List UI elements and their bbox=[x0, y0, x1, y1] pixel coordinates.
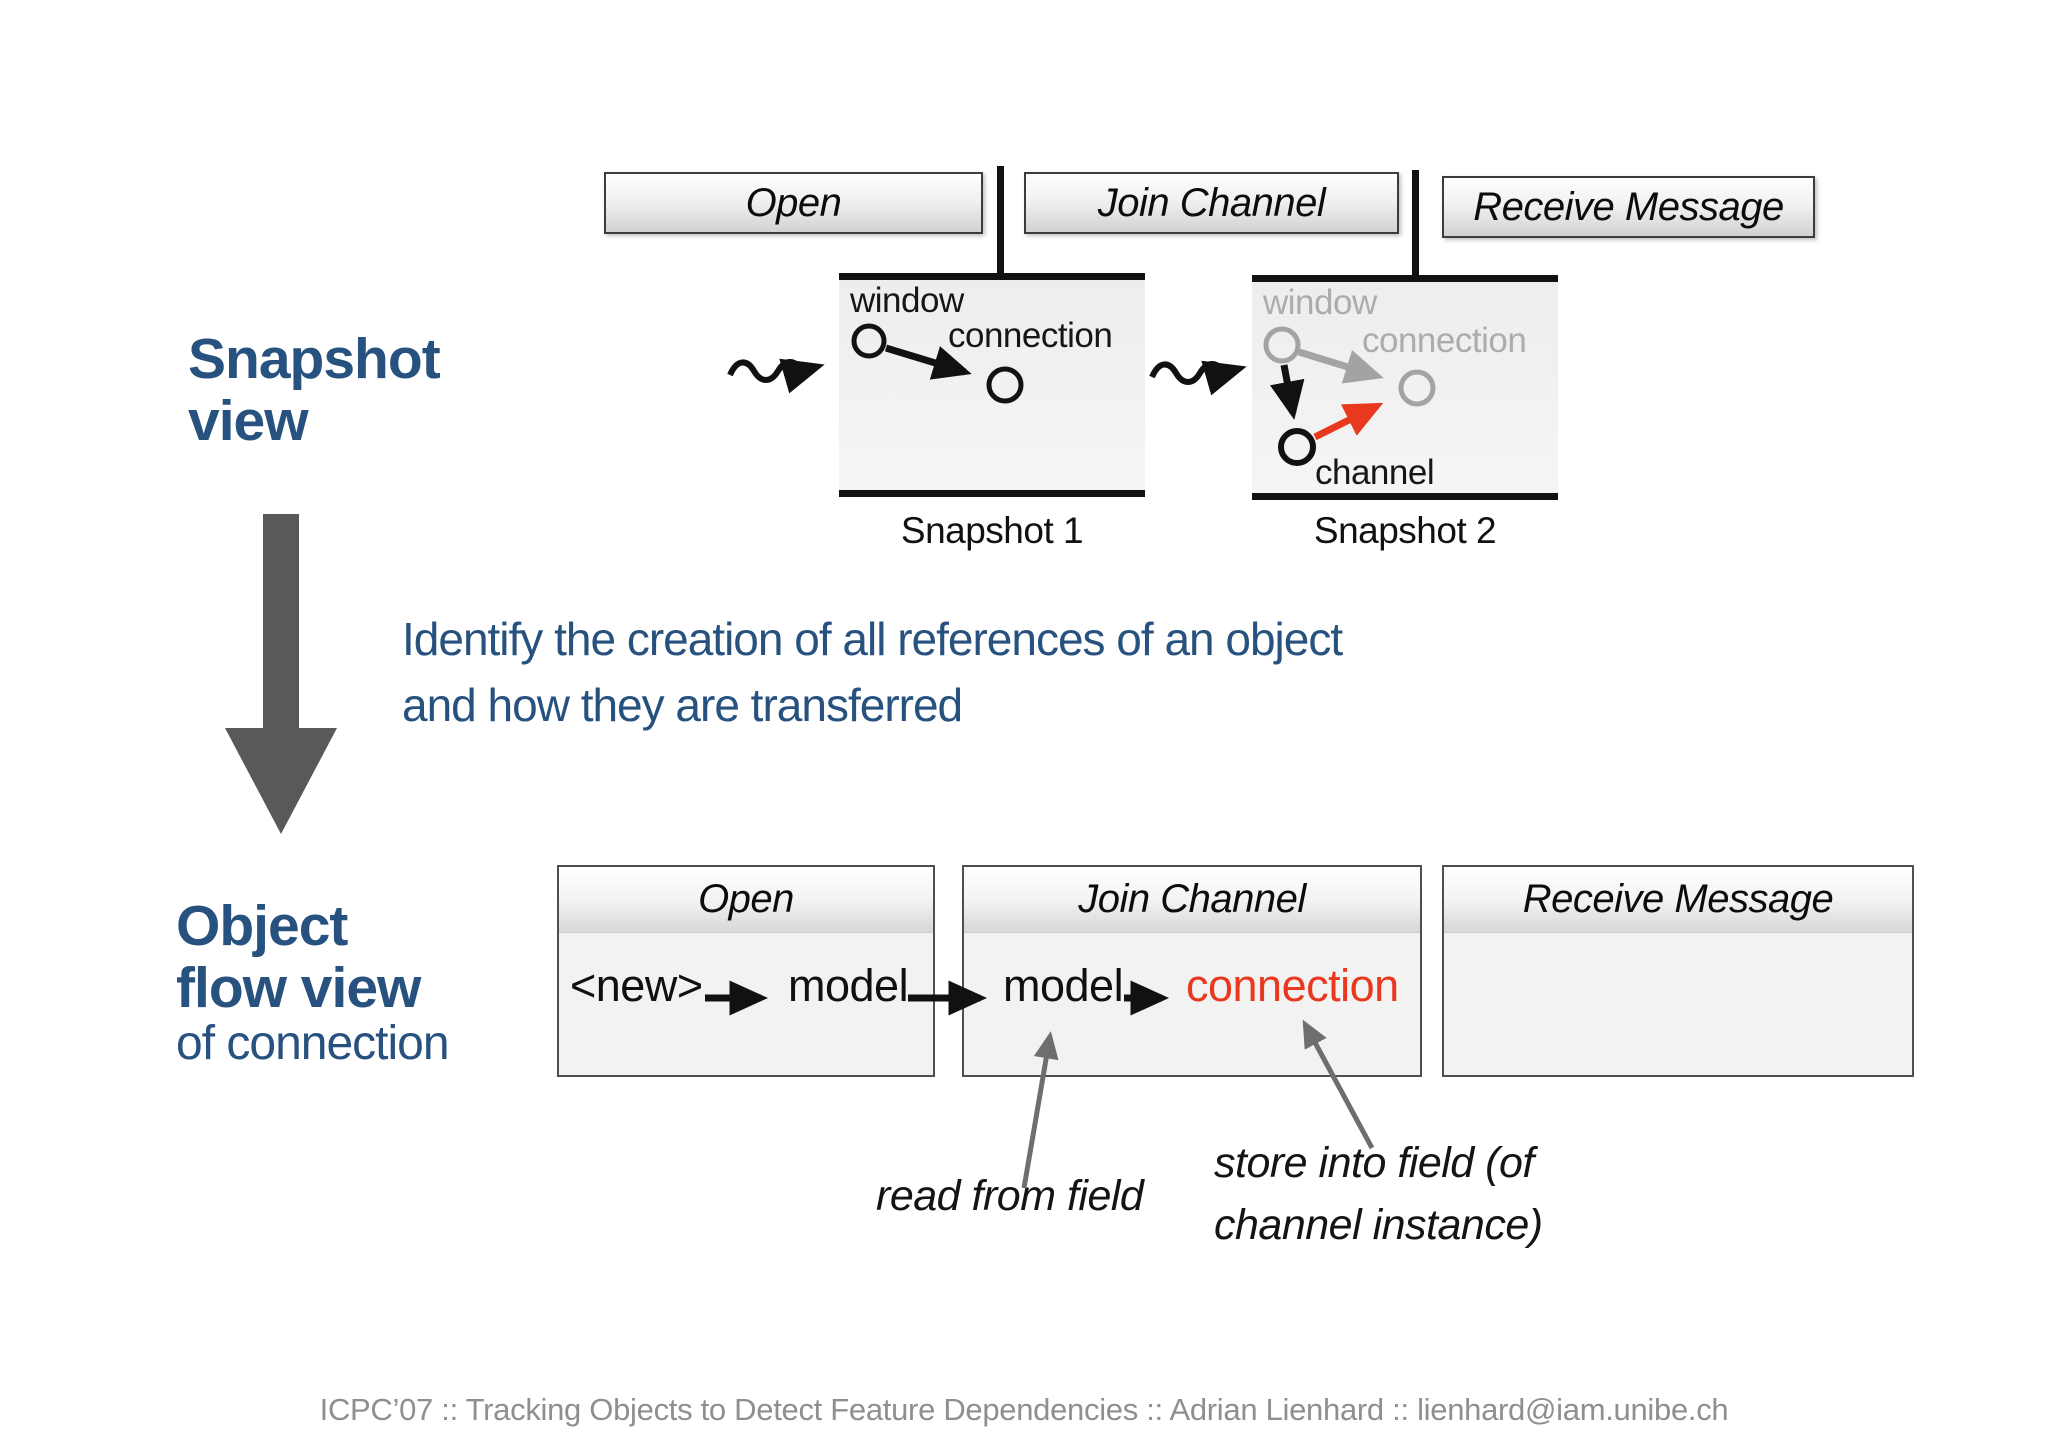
object-flow-view-subheading: of connection bbox=[176, 1017, 450, 1070]
tab-open-label: Open bbox=[745, 180, 842, 225]
snapshot1-caption: Snapshot 1 bbox=[900, 510, 1084, 551]
flowbox-join-channel: Join Channel bbox=[962, 865, 1422, 1077]
window-node-faded bbox=[1263, 326, 1301, 364]
window-node bbox=[851, 323, 887, 359]
store-into-field-pointer-arrow bbox=[1302, 1019, 1375, 1150]
connection-node-faded bbox=[1398, 369, 1436, 407]
snapshot2-connection-label: connection bbox=[1362, 321, 1527, 360]
snapshot2-caption: Snapshot 2 bbox=[1313, 510, 1497, 551]
flowbox-receive-message-header: Receive Message bbox=[1444, 867, 1912, 933]
annotation-arrows bbox=[1021, 1019, 1375, 1189]
flow-arrow-icon bbox=[1124, 980, 1169, 1016]
snapshot-view-heading: Snapshot view bbox=[188, 327, 441, 453]
snapshot1-connection-label: connection bbox=[948, 316, 1113, 355]
object-flow-view-heading-line1: Object bbox=[176, 894, 348, 958]
store-into-field-annotation-line2: channel instance) bbox=[1214, 1201, 1543, 1249]
read-from-field-annotation: read from field bbox=[876, 1172, 1144, 1220]
timeline-connector-line-2 bbox=[1412, 170, 1419, 276]
snapshot1-box bbox=[839, 273, 1145, 497]
tab-receive-message-label: Receive Message bbox=[1473, 184, 1784, 229]
footer-credit: ICPC’07 :: Tracking Objects to Detect Fe… bbox=[319, 1392, 1729, 1427]
flow-cross-box-arrow-icon bbox=[908, 980, 987, 1016]
tab-join-channel-label: Join Channel bbox=[1097, 180, 1326, 225]
flow-token-model-open: model bbox=[788, 960, 909, 1011]
flowbox-receive-message-title: Receive Message bbox=[1522, 877, 1834, 921]
flowbox-join-channel-title: Join Channel bbox=[1078, 877, 1306, 921]
tab-receive-message: Receive Message bbox=[1442, 176, 1815, 238]
window-to-connection-arrow bbox=[884, 344, 972, 380]
object-flow-view-heading-line2: flow view bbox=[176, 956, 421, 1020]
flowbox-open-header: Open bbox=[559, 867, 933, 933]
flowbox-receive-message: Receive Message bbox=[1442, 865, 1914, 1077]
flowbox-open-title: Open bbox=[698, 877, 794, 921]
window-to-channel-arrow bbox=[1269, 364, 1305, 420]
transition-text: Identify the creation of all references … bbox=[402, 606, 1343, 738]
flowbox-join-channel-header: Join Channel bbox=[964, 867, 1420, 933]
snapshot-view-heading-line2: view bbox=[188, 389, 309, 453]
channel-to-connection-arrow-red bbox=[1313, 402, 1384, 441]
flow-arrow-icon bbox=[705, 980, 768, 1016]
tab-join-channel: Join Channel bbox=[1024, 172, 1399, 234]
snapshot1-object-graph bbox=[851, 323, 1024, 404]
channel-node bbox=[1278, 428, 1316, 466]
flowbox-open: Open bbox=[557, 865, 935, 1077]
window-to-connection-arrow-faded bbox=[1297, 348, 1384, 384]
connection-node bbox=[986, 366, 1024, 404]
squiggle-arrow-icon bbox=[727, 358, 825, 394]
flow-token-model-join: model bbox=[1003, 960, 1124, 1011]
snapshot-view-heading-line1: Snapshot bbox=[188, 327, 441, 391]
snapshot1-window-label: window bbox=[850, 281, 964, 320]
squiggle-arrow-icon bbox=[1149, 360, 1247, 396]
snapshot2-channel-label: channel bbox=[1315, 453, 1435, 492]
down-arrow-icon bbox=[225, 514, 337, 834]
object-flow-view-heading: Object flow view bbox=[176, 894, 421, 1020]
snapshot2-window-label: window bbox=[1263, 283, 1377, 322]
tab-open: Open bbox=[604, 172, 983, 234]
store-into-field-annotation-line1: store into field (of bbox=[1214, 1139, 1534, 1187]
flow-token-new: <new> bbox=[570, 960, 703, 1011]
snapshot2-object-graph bbox=[1263, 326, 1436, 466]
flow-token-connection: connection bbox=[1186, 960, 1399, 1011]
store-into-field-annotation: store into field (of channel instance) bbox=[1214, 1132, 1543, 1256]
transition-text-line1: Identify the creation of all references … bbox=[402, 613, 1343, 665]
read-from-field-pointer-arrow bbox=[1021, 1031, 1059, 1189]
timeline-connector-line-1 bbox=[997, 166, 1004, 274]
transition-text-line2: and how they are transferred bbox=[402, 679, 963, 731]
